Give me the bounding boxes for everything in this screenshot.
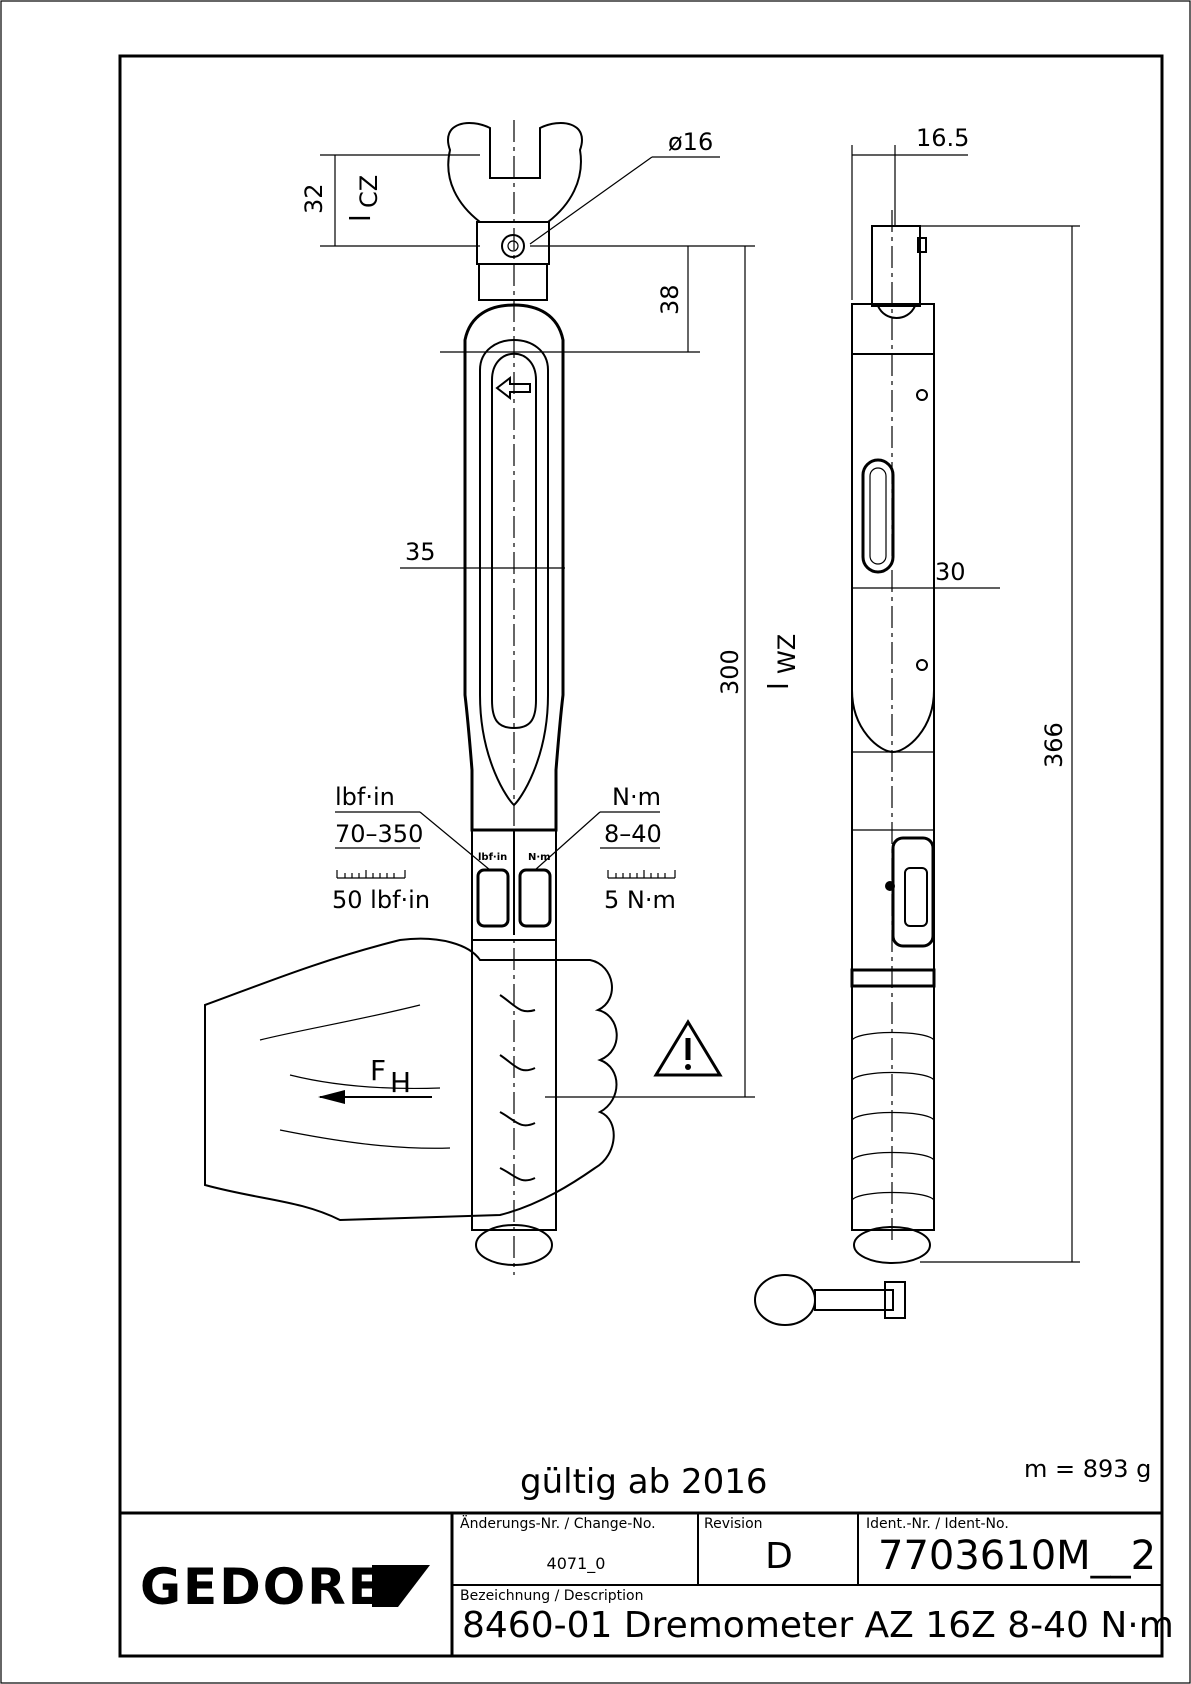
- wrench-front-view: lbf·in N·m: [447, 120, 583, 1275]
- wrench-side-view: [754, 210, 936, 1326]
- scale-left-step: 50 lbf·in: [332, 886, 430, 914]
- scale-right-ruler: [607, 870, 676, 879]
- dim-38: 38: [656, 284, 684, 315]
- pin-hole: [501, 234, 525, 258]
- scale-left-ruler: [336, 870, 406, 879]
- dimensions-side: 16.5 30 366: [851, 124, 1080, 1263]
- dim-lwz: l: [762, 682, 795, 690]
- hand-line-1: [259, 1004, 421, 1041]
- hand-outline: [204, 937, 618, 1222]
- dim-35: 35: [405, 538, 436, 566]
- dim-lwz-sub: WZ: [773, 634, 801, 674]
- gedore-logo: GEDORE: [140, 1558, 384, 1616]
- change-value: 4071_0: [546, 1554, 606, 1573]
- side-screw-2: [916, 659, 928, 671]
- handle-lower: [471, 940, 557, 1231]
- mass-note: m = 893 g: [1024, 1455, 1152, 1483]
- dim-lcz: l: [344, 214, 377, 222]
- side-head: [851, 303, 935, 355]
- knuckle-4: [499, 1167, 536, 1182]
- scale-window-left: [476, 868, 510, 928]
- force-sub: H: [390, 1066, 411, 1099]
- side-screw-1: [916, 389, 928, 401]
- side-knob-shaft: [814, 1289, 894, 1311]
- hand-line-3: [289, 1074, 441, 1090]
- pin-hole-inner: [507, 240, 519, 252]
- dim-30: 30: [935, 558, 966, 586]
- scale-right-step: 5 N·m: [604, 886, 676, 914]
- scale-callouts: lbf·in 70–350 50 lbf·in N·m 8–40 5 N·m: [332, 783, 676, 914]
- warning-triangle-icon: [653, 1019, 723, 1077]
- hand-illustration: F H: [204, 937, 618, 1222]
- side-grip: [851, 985, 935, 1231]
- ident-label: Ident.-Nr. / Ident-No.: [866, 1516, 1009, 1532]
- gedore-logo-mark: [372, 1565, 430, 1607]
- jaw-adapter: [478, 263, 548, 301]
- handle-slot: [479, 339, 549, 807]
- revision-label: Revision: [704, 1516, 763, 1532]
- knuckle-1: [499, 994, 536, 1013]
- scale-right-unit: N·m: [612, 783, 661, 811]
- dim-32: 32: [300, 183, 328, 214]
- drawing-frame: [118, 54, 1164, 1658]
- arrow-left-icon: [495, 375, 531, 401]
- side-scale-window: [891, 836, 935, 948]
- end-cap: [475, 1224, 553, 1266]
- dimensions-front: 32 l CZ ø16 38 300 l WZ 35: [300, 128, 801, 1098]
- side-grip-top: [850, 968, 936, 988]
- side-drive: [871, 225, 921, 307]
- revision-value: D: [765, 1536, 793, 1577]
- force-symbol: F: [370, 1054, 386, 1087]
- dim-300: 300: [716, 649, 744, 695]
- valid-from-note: gültig ab 2016: [520, 1462, 768, 1502]
- change-label: Änderungs-Nr. / Change-No.: [460, 1516, 656, 1532]
- side-knob: [754, 1274, 816, 1326]
- knuckle-3: [499, 1111, 536, 1127]
- dim-366: 366: [1040, 722, 1068, 768]
- scale-left-unit: lbf·in: [335, 783, 395, 811]
- description-label: Bezeichnung / Description: [460, 1588, 644, 1604]
- description-value: 8460-01 Dremometer AZ 16Z 8-40 N·m: [462, 1605, 1174, 1646]
- side-drive-pin: [917, 237, 927, 253]
- window-right-mark: N·m: [528, 852, 551, 863]
- force-arrow-head: [318, 1090, 345, 1104]
- window-left-mark: lbf·in: [478, 852, 507, 863]
- scale-window-right: [518, 868, 552, 928]
- handle-body: [463, 303, 565, 832]
- jaw-head: [447, 122, 583, 223]
- knuckle-2: [499, 1054, 536, 1072]
- title-block-grid: [120, 1511, 1162, 1656]
- scale-right-range: 8–40: [604, 820, 662, 848]
- side-slot: [861, 458, 895, 574]
- handle-slot-inner: [491, 352, 537, 730]
- ident-value: 7703610M__2: [878, 1533, 1157, 1579]
- dim-16-5: 16.5: [916, 124, 969, 152]
- hand-line-2: [279, 1129, 451, 1149]
- dim-lcz-sub: CZ: [355, 175, 383, 208]
- side-end-cap: [853, 1226, 931, 1264]
- dim-d16: ø16: [668, 128, 713, 156]
- scale-left-range: 70–350: [335, 820, 423, 848]
